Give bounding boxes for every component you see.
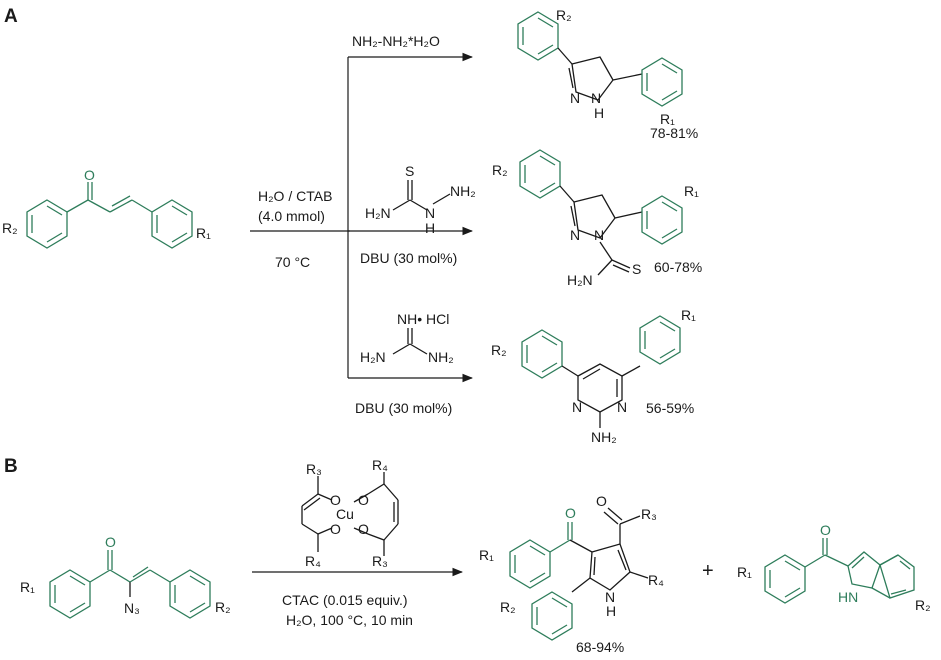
p1-h: H <box>594 105 604 121</box>
indole-hn: HN <box>838 589 858 605</box>
p3-r2: R₂ <box>491 342 507 358</box>
pyrrole-o1: O <box>565 505 576 521</box>
pyrrole-r3: R₃ <box>641 506 657 522</box>
p2-h2n: H₂N <box>567 272 593 288</box>
reagent-dbu-2: DBU (30 mol%) <box>360 250 457 266</box>
pyrrole-h: H <box>606 603 616 619</box>
p3-nh2: NH₂ <box>591 429 617 445</box>
chalcone-structure <box>26 182 193 249</box>
indole-r2: R₂ <box>915 597 931 613</box>
thiosemicarbazide-structure <box>392 180 451 211</box>
conditions-temp-b: H₂O, 100 °C, 10 min <box>286 612 413 628</box>
yield-thiocarbamoyl: 60-78% <box>654 259 702 275</box>
guanidine-h2n: H₂N <box>360 349 386 365</box>
p1-r1: R₁ <box>660 111 675 127</box>
conditions-solvent: H₂O / CTAB <box>258 188 332 204</box>
conditions-temperature: 70 °C <box>275 254 310 270</box>
thio-h: H <box>425 220 435 236</box>
p3-n1: N <box>572 399 582 415</box>
panel-a-label: A <box>4 6 18 27</box>
p1-nh: N <box>591 90 601 106</box>
p3-r1: R₁ <box>681 307 696 323</box>
chalcone-oxygen: O <box>84 167 95 183</box>
conditions-ctac: CTAC (0.015 equiv.) <box>282 592 408 608</box>
cu-r3-bottom: R₃ <box>372 553 388 569</box>
thio-n: N <box>425 205 435 221</box>
pyrrole-r1: R₁ <box>479 547 494 563</box>
yield-pyrazoline: 78-81% <box>650 125 698 141</box>
product-pyrazoline <box>517 11 683 107</box>
chalcone-r1: R₁ <box>196 225 211 241</box>
cu-o-tr: O <box>358 492 369 508</box>
plus-sign: + <box>702 560 714 582</box>
azido-n3: N₃ <box>124 600 140 616</box>
conditions-amount: (4.0 mmol) <box>258 208 325 224</box>
thio-nh2: NH₂ <box>450 183 476 199</box>
thio-s: S <box>405 163 414 179</box>
reagent-dbu-3: DBU (30 mol%) <box>355 400 452 416</box>
guanidine-nh2: NH₂ <box>428 349 454 365</box>
cu-r4-top: R₄ <box>372 457 388 473</box>
product-aminopyrimidine <box>521 315 681 428</box>
azido-r1: R₁ <box>20 579 35 595</box>
p2-r1: R₁ <box>684 183 699 199</box>
p1-n: N <box>570 90 580 106</box>
product-thiocarbamoyl-pyrazoline <box>519 149 683 276</box>
cu-o-tl: O <box>330 492 341 508</box>
cu-r4-bottom: R₄ <box>305 553 321 569</box>
yield-aminopyrimidine: 56-59% <box>646 400 694 416</box>
p2-n2: N <box>594 227 604 243</box>
pyrrole-r2: R₂ <box>500 599 516 615</box>
azido-oxygen: O <box>105 534 116 550</box>
p2-s: S <box>632 261 641 277</box>
pyrrole-r4: R₄ <box>648 572 664 588</box>
cu-o-bl: O <box>330 521 341 537</box>
indole-o: O <box>820 522 831 538</box>
guanidine-structure <box>392 328 428 355</box>
thio-h2n: H₂N <box>365 205 391 221</box>
cu-o-br: O <box>358 521 369 537</box>
reagent-hydrazine: NH₂-NH₂*H₂O <box>352 33 440 49</box>
guanidine-nh-hcl: NH• HCl <box>397 311 449 327</box>
p2-r2: R₂ <box>492 162 508 178</box>
panel-b-label: B <box>4 456 18 477</box>
p2-n1: N <box>570 227 580 243</box>
product-indole <box>764 538 915 604</box>
cu-r3-top: R₃ <box>306 461 322 477</box>
pyrrole-o2: O <box>596 493 607 509</box>
product-pyrrole <box>509 507 649 641</box>
chalcone-r2: R₂ <box>2 220 18 236</box>
p1-r2: R₂ <box>556 7 572 23</box>
p3-n2: N <box>617 399 627 415</box>
azido-r2: R₂ <box>215 599 231 615</box>
yield-pyrrole: 68-94% <box>576 639 624 655</box>
indole-r1: R₁ <box>737 564 752 580</box>
pyrrole-n: N <box>605 589 615 605</box>
cu-acac-complex <box>301 472 399 556</box>
azido-chalcone-structure <box>49 550 211 619</box>
cu-center: Cu <box>336 506 354 522</box>
